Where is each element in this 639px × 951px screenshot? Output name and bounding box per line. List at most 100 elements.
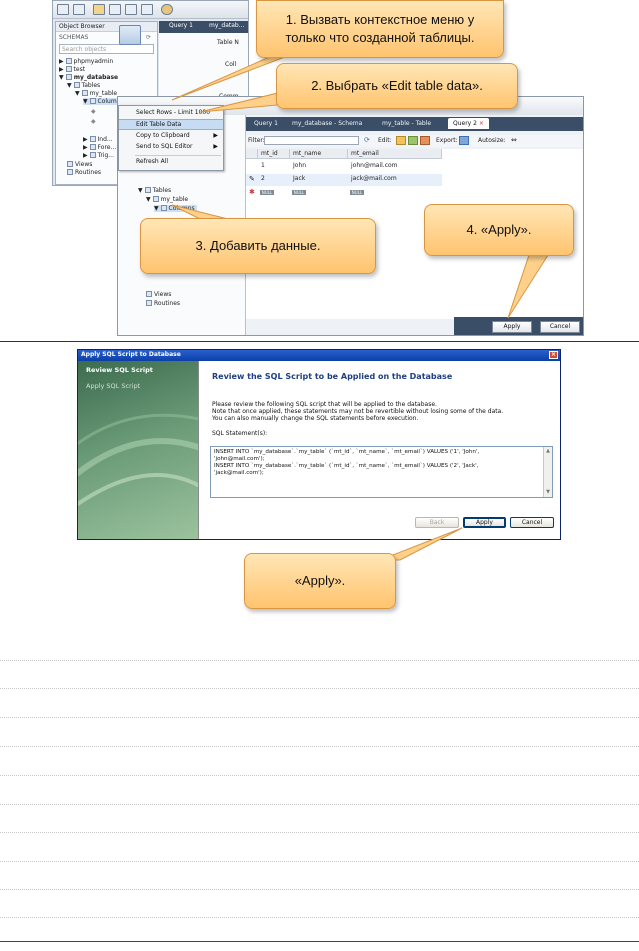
ruled-line	[0, 746, 639, 747]
menu-item-edit-table-data[interactable]: Edit Table Data	[119, 119, 223, 130]
insert-row-icon[interactable]	[408, 136, 418, 145]
tree-item-views[interactable]: Views	[146, 291, 171, 298]
callout-1-pointer	[171, 54, 291, 101]
ruled-line	[0, 775, 639, 776]
filter-input[interactable]	[264, 136, 359, 145]
tree-item-columns[interactable]: ▼ Columns	[83, 98, 126, 105]
sql-script-editor[interactable]: INSERT INTO `my_database`.`my_table` (`m…	[210, 446, 553, 498]
menu-item-refresh-all[interactable]: Refresh All	[136, 158, 169, 165]
tree-item-phpmyadmin[interactable]: ▶ phpmyadmin	[59, 58, 114, 65]
null-badge[interactable]: NULL	[292, 190, 306, 195]
tab-query-2[interactable]: Query 2 ×	[448, 118, 489, 129]
tree-item-routines[interactable]: Routines	[146, 300, 180, 307]
edit-row-icon[interactable]	[396, 136, 406, 145]
close-icon[interactable]: ×	[549, 351, 558, 359]
tree-item-tables[interactable]: ▼ Tables	[138, 187, 172, 194]
search-objects-input[interactable]: Search objects	[59, 44, 154, 54]
tree-item-foreign-keys[interactable]: ▶ Fore...	[83, 144, 117, 151]
database-icon	[65, 58, 72, 64]
cell-mt-name[interactable]: Jack	[293, 175, 306, 182]
tree-item-views[interactable]: Views	[67, 161, 92, 168]
tree-item-routines[interactable]: Routines	[67, 169, 101, 176]
dialog-steps-sidebar: Review SQL Script Apply SQL Script	[78, 361, 198, 539]
reconnect-icon[interactable]	[161, 4, 173, 15]
refresh-icon[interactable]: ⟳	[146, 34, 152, 41]
tree-item-column-1[interactable]: ◆	[91, 108, 96, 115]
back-button[interactable]: Back	[415, 517, 459, 528]
new-schema-icon[interactable]	[109, 4, 121, 15]
cell-mt-id[interactable]: 2	[261, 175, 265, 182]
tree-item-my-database[interactable]: ▼ my_database	[59, 74, 119, 81]
close-tab-icon[interactable]: ×	[478, 120, 484, 127]
apply-bar: Apply Cancel	[454, 317, 583, 335]
sql-line: INSERT INTO `my_database`.`my_table` (`m…	[214, 449, 480, 455]
table-icon	[152, 196, 159, 202]
cancel-button[interactable]: Cancel	[540, 321, 580, 333]
section-divider	[0, 341, 639, 342]
autosize-icon[interactable]: ⇔	[511, 136, 517, 144]
new-view-icon[interactable]	[141, 4, 153, 15]
scroll-up-icon[interactable]: ▲	[546, 448, 550, 454]
tab-query-1[interactable]: Query 1	[169, 22, 193, 29]
sql-line: 'john@mail.com');	[214, 456, 265, 462]
new-sql-tab-icon[interactable]	[57, 4, 69, 15]
tab-my-database[interactable]: my_datab...	[209, 22, 245, 29]
tree-item-column-2[interactable]: ◆	[91, 118, 96, 125]
folder-icon	[144, 187, 151, 193]
cell-mt-email[interactable]: john@mail.com	[351, 162, 398, 169]
cell-mt-id[interactable]: 1	[261, 162, 265, 169]
dialog-info-1: Please review the following SQL script t…	[212, 401, 437, 408]
refresh-icon[interactable]: ⟳	[364, 136, 370, 144]
folder-icon	[67, 161, 73, 167]
menu-item-select-rows[interactable]: Select Rows - Limit 1000	[136, 109, 211, 116]
tab-schema[interactable]: my_database - Schema	[292, 120, 363, 127]
cell-mt-name[interactable]: John	[293, 162, 307, 169]
tree-item-indexes[interactable]: ▶ Ind...	[83, 136, 113, 143]
autosize-label: Autosize:	[478, 137, 506, 144]
cancel-button[interactable]: Cancel	[510, 517, 554, 528]
column-header-mt-name[interactable]: mt_name	[290, 149, 348, 159]
ruled-line	[0, 917, 639, 918]
apply-button[interactable]: Apply	[492, 321, 532, 333]
tree-item-my-table[interactable]: ▼ my_table	[75, 90, 118, 97]
scroll-down-icon[interactable]: ▼	[546, 489, 550, 495]
open-folder-icon[interactable]	[93, 4, 105, 15]
columns-icon	[89, 98, 96, 104]
callout-3: 3. Добавить данные.	[140, 218, 376, 274]
tree-item-tables[interactable]: ▼ Tables	[67, 82, 101, 89]
ruled-line	[0, 804, 639, 805]
cell-mt-email[interactable]: jack@mail.com	[351, 175, 397, 182]
sql-statements-label: SQL Statement(s):	[212, 430, 268, 437]
columns-icon	[160, 205, 167, 211]
null-badge[interactable]: NULL	[260, 190, 274, 195]
ruled-line	[0, 889, 639, 890]
apply-button[interactable]: Apply	[463, 517, 506, 528]
table-icon	[81, 90, 88, 96]
menu-item-copy-to-clipboard[interactable]: Copy to Clipboard▶	[136, 132, 218, 139]
tree-item-test[interactable]: ▶ test	[59, 66, 86, 73]
ruled-line	[0, 832, 639, 833]
tree-item-my-table[interactable]: ▼ my_table	[146, 196, 189, 203]
folder-icon	[146, 300, 152, 306]
database-icon	[65, 66, 72, 72]
submenu-arrow-icon: ▶	[213, 143, 218, 150]
tree-item-triggers[interactable]: ▶ Trig...	[83, 152, 114, 159]
callout-5: «Apply».	[244, 553, 396, 609]
column-header-mt-email[interactable]: mt_email	[348, 149, 442, 159]
step-review-sql-script: Review SQL Script	[86, 366, 153, 374]
new-table-icon[interactable]	[125, 4, 137, 15]
null-badge[interactable]: NULL	[350, 190, 364, 195]
tab-query-1[interactable]: Query 1	[254, 120, 278, 127]
callout-4-pointer	[507, 251, 551, 319]
tab-table[interactable]: my_table - Table	[382, 120, 432, 127]
column-header-mt-id[interactable]: mt_id	[258, 149, 290, 159]
dialog-title-bar: Apply SQL Script to Database ×	[78, 350, 560, 361]
delete-row-icon[interactable]	[420, 136, 430, 145]
table-row[interactable]: ✎ 2 Jack jack@mail.com	[246, 174, 442, 186]
export-icon[interactable]	[459, 136, 469, 145]
dialog-title: Apply SQL Script to Database	[81, 351, 181, 358]
menu-item-send-to-sql-editor[interactable]: Send to SQL Editor▶	[136, 143, 218, 150]
open-file-icon[interactable]	[73, 4, 85, 15]
sql-scrollbar[interactable]: ▲ ▼	[543, 447, 552, 497]
filter-label: Filter:	[248, 137, 265, 144]
